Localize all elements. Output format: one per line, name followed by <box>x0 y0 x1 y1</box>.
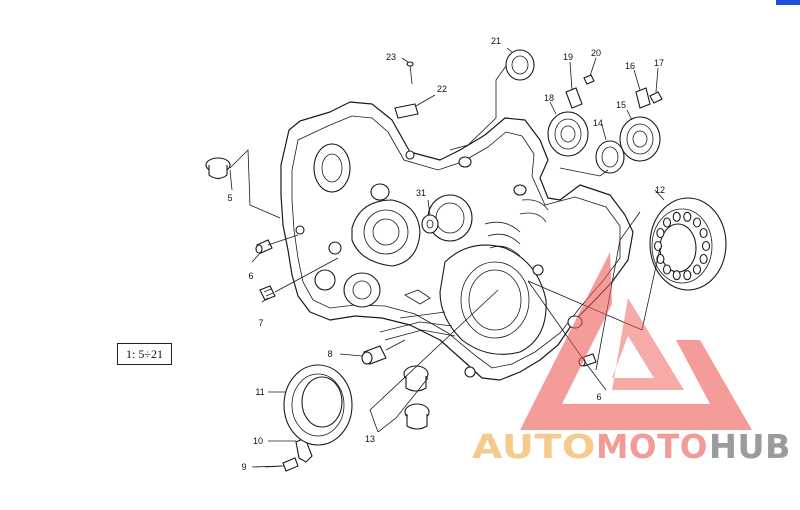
part-bearing-15 <box>619 116 661 162</box>
callout-17: 17 <box>654 58 664 68</box>
callout-21: 21 <box>491 36 501 46</box>
callout-14: 14 <box>593 118 603 128</box>
bearing-roller <box>656 253 665 265</box>
part-seal-14 <box>595 140 625 174</box>
watermark-text-hub: HUB <box>709 427 791 466</box>
bearing-roller <box>692 264 702 275</box>
callout-7: 7 <box>258 318 263 328</box>
bearing-roller <box>692 217 702 228</box>
callout-20: 20 <box>591 48 601 58</box>
bearing-roller <box>683 211 692 222</box>
part-pin-23 <box>406 61 414 85</box>
callout-12: 12 <box>655 185 665 195</box>
callout-19: 19 <box>563 52 573 62</box>
bearing-roller <box>701 240 711 252</box>
bearing-roller <box>662 264 672 275</box>
part-bracket-19 <box>565 87 583 109</box>
reference-box: 1: 5÷21 <box>117 343 172 365</box>
crankcase-body <box>280 101 634 381</box>
automotohub-watermark: AUTO MOTO HUB <box>472 252 791 466</box>
callout-8: 8 <box>327 349 332 359</box>
callout-15: 15 <box>616 100 626 110</box>
part-screw-9 <box>264 457 299 472</box>
part-bearing-18 <box>547 111 589 157</box>
bearing-roller <box>699 253 708 265</box>
callout-10: 10 <box>253 436 263 446</box>
callout-22: 22 <box>437 84 447 94</box>
watermark-text-moto: MOTO <box>596 427 708 466</box>
callout-labels: 5 6 7 8 9 10 11 12 13 14 15 16 17 18 19 … <box>227 36 665 472</box>
watermark-triangle-logo <box>520 252 752 430</box>
callout-5: 5 <box>227 193 232 203</box>
callout-16: 16 <box>625 61 635 71</box>
part-bush-13b <box>404 403 430 430</box>
bearing-roller <box>653 240 663 252</box>
part-washer-31 <box>421 214 439 234</box>
callout-13: 13 <box>365 434 375 444</box>
bearing-roller <box>672 211 681 222</box>
callout-6-right: 6 <box>596 392 601 402</box>
bearing-roller <box>656 227 665 239</box>
callout-9: 9 <box>241 462 246 472</box>
part-seal-11 <box>283 364 353 446</box>
callout-11: 11 <box>255 387 264 397</box>
part-bearing-12 <box>649 197 727 291</box>
part-bush-5 <box>205 157 231 180</box>
bearing-roller <box>699 227 708 239</box>
part-plate-16 <box>635 87 651 109</box>
watermark-text-auto: AUTO <box>472 427 596 466</box>
callout-23: 23 <box>386 52 396 62</box>
bearing-roller <box>683 270 692 281</box>
part-bush-13a <box>403 365 429 392</box>
callout-18: 18 <box>544 93 554 103</box>
part-dowel-6-left <box>255 239 273 254</box>
bearing-roller <box>672 270 681 281</box>
part-screw-20 <box>583 74 595 85</box>
part-screw-17 <box>649 91 663 104</box>
leader-lines <box>229 47 665 468</box>
part-bush-8 <box>361 345 387 365</box>
callout-6-left: 6 <box>248 271 253 281</box>
part-bearing-21 <box>505 49 535 81</box>
callout-31: 31 <box>416 188 426 198</box>
part-plug-7 <box>259 285 276 301</box>
part-bracket-22 <box>394 103 419 119</box>
bearing-roller <box>662 217 672 228</box>
corner-accent <box>776 0 800 5</box>
